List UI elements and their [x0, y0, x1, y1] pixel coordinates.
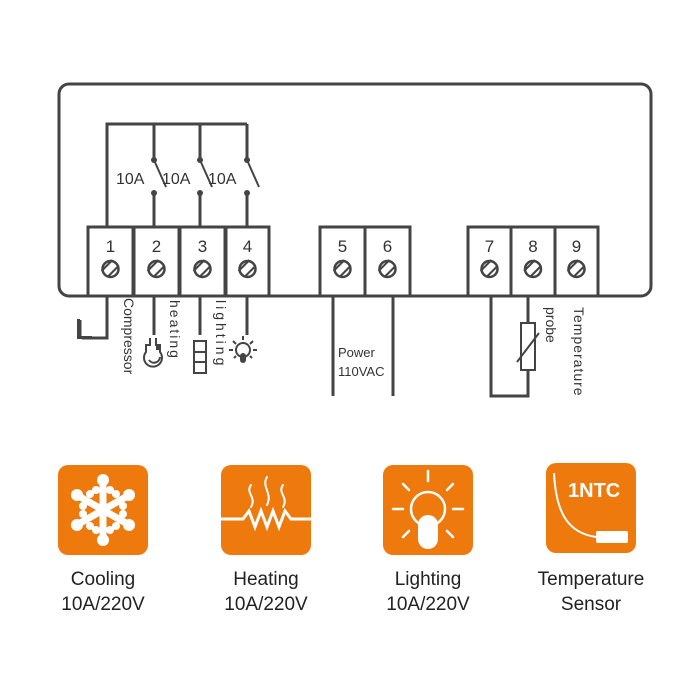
cooling-title: Cooling: [70, 569, 136, 590]
snowflake-icon: [71, 474, 135, 546]
relay-bus: [105, 122, 249, 227]
screw-icon: [192, 259, 212, 279]
ground-label: L: [74, 337, 75, 339]
bulb-icon: [391, 469, 465, 549]
compressor-label: Compressor: [121, 298, 137, 375]
heating-rating: 10A/220V: [224, 594, 308, 615]
terminal-1: 1: [86, 225, 135, 298]
relay-rating-1: 10A: [116, 171, 145, 188]
screw-icon: [332, 259, 352, 279]
terminal-7: 7: [466, 225, 513, 298]
cooling-rating: 10A/220V: [61, 594, 145, 615]
relay-switch-4: [244, 157, 260, 227]
terminal-blocks: 1 2 3 4 5 6 7 8 9: [86, 225, 600, 298]
terminal-number: 3: [198, 237, 207, 256]
relay-switch-3: [197, 157, 213, 227]
relay-rating-3: 10A: [208, 171, 237, 188]
light-bulb-icon: [229, 336, 257, 363]
external-wiring: [78, 296, 530, 398]
lighting-title: Lighting: [394, 569, 462, 590]
lighting-label: lighting: [213, 300, 229, 368]
terminal-number: 5: [338, 237, 347, 256]
terminal-number: 6: [383, 237, 392, 256]
relay-rating-2: 10A: [162, 171, 191, 188]
terminal-number: 1: [106, 237, 115, 256]
ntc-probe-icon: 1NTC: [553, 472, 628, 543]
terminal-8: 8: [509, 225, 557, 298]
screw-icon: [479, 259, 499, 279]
heating-title: Heating: [233, 569, 299, 590]
terminal-6: 6: [363, 225, 412, 298]
screw-icon: [523, 259, 543, 279]
power-label: Power: [338, 345, 376, 360]
heating-card: [221, 465, 311, 555]
sensor-rating: Sensor: [560, 594, 622, 615]
terminal-4: 4: [224, 225, 271, 298]
compressor-icon: [143, 338, 163, 368]
screw-icon: [237, 259, 257, 279]
terminal-number: 2: [152, 237, 161, 256]
temperature-label: Temperature: [571, 307, 587, 397]
terminal-9: 9: [553, 225, 600, 298]
lighting-card: [383, 465, 473, 555]
sensor-card: 1NTC: [546, 463, 636, 553]
heating-element-icon: [193, 340, 207, 374]
lighting-rating: 10A/220V: [386, 594, 470, 615]
screw-icon: [377, 259, 397, 279]
terminal-number: 7: [485, 237, 494, 256]
terminal-number: 4: [243, 237, 252, 256]
heater-icon: [221, 476, 311, 532]
ntc-badge: 1NTC: [568, 480, 620, 502]
heating-label: heating: [167, 300, 183, 360]
terminal-3: 3: [178, 225, 227, 298]
thermistor-icon: [516, 322, 540, 371]
screw-icon: [566, 259, 586, 279]
sensor-title: Temperature: [537, 569, 645, 590]
screw-icon: [146, 259, 166, 279]
cooling-card: [58, 465, 148, 555]
wiring-diagram: 10A 10A 10A 1 2 3 4 5 6 7 8 9 L: [57, 82, 653, 398]
terminal-number: 9: [572, 237, 581, 256]
ground-symbol: [77, 319, 92, 339]
terminal-5: 5: [318, 225, 367, 298]
terminal-2: 2: [132, 225, 181, 298]
screw-icon: [100, 259, 120, 279]
terminal-number: 8: [528, 237, 537, 256]
probe-label: probe: [543, 307, 559, 343]
relay-switch-2: [151, 157, 167, 227]
power-voltage-label: 110VAC: [338, 364, 385, 379]
